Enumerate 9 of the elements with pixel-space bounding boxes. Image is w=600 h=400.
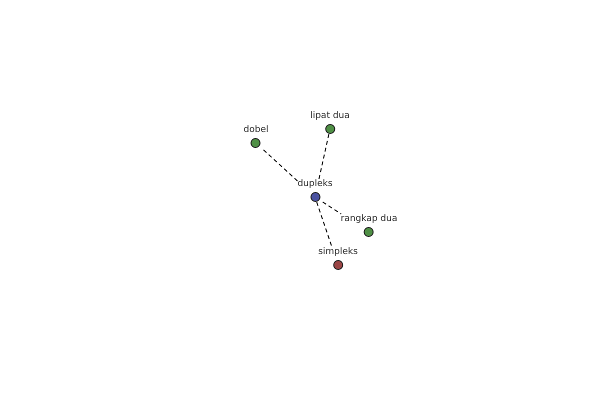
node-label: dupleks: [297, 179, 333, 190]
connector-line: [260, 148, 298, 182]
node-label: dobel: [244, 125, 268, 136]
connector-line: [318, 134, 330, 180]
node-label: simpleks: [318, 247, 358, 258]
node-label: rangkap dua: [340, 214, 398, 225]
node-label: lipat dua: [310, 111, 350, 122]
connector-line: [322, 202, 342, 214]
connector-line: [316, 202, 332, 248]
